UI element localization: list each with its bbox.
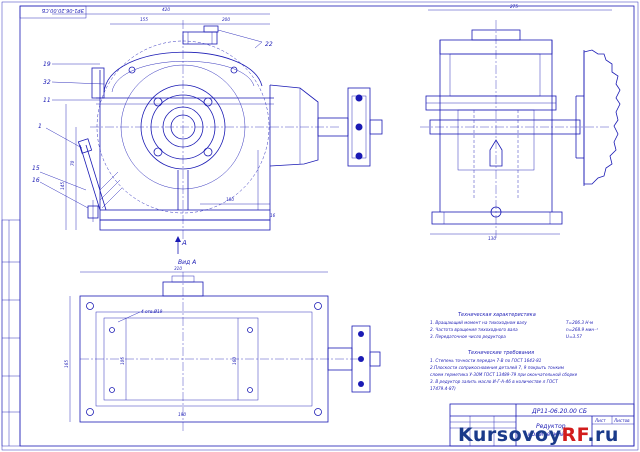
dim-16: 16 [270, 213, 276, 218]
tech-req-title: Технические требования [468, 350, 534, 356]
callout-15: 15 [32, 165, 40, 172]
stamp-title-2: конический [528, 431, 565, 438]
tech-characteristics: Техническая характеристика 1. Вращающий … [430, 312, 598, 339]
dim-200: 200 [222, 17, 230, 22]
stamp-title-1: Редуктор [536, 423, 566, 430]
tech-req-line-1: 1. Степень точности передач 7-В по ГОСТ … [430, 358, 542, 363]
tech-req-line-3: слоем герметика У-30М ГОСТ 13489-79 при … [430, 372, 578, 377]
dim-275: 275 [510, 4, 518, 9]
tech-char-value-1: T=206.3 Н·м [566, 320, 593, 325]
tech-req-line-4: 3. В редуктор залить масло И-Г-А-46 в ко… [430, 379, 558, 384]
dim-180: 180 [226, 197, 234, 202]
hole-note: 4 отв.Ø19 [141, 309, 163, 314]
section-arrow-label: А [181, 239, 187, 247]
callout-1: 1 [38, 123, 42, 130]
watermark-tld: .ru [587, 424, 619, 446]
dim-190: 190 [178, 412, 186, 417]
tech-req-line-5: 17479.4-87) [430, 386, 456, 391]
tech-requirements: Технические требования 1. Степень точнос… [430, 350, 578, 391]
tech-char-label-3: 3. Передаточное число редуктора [430, 334, 506, 339]
stamp-code: ДР11-06.20.00 СБ [531, 408, 587, 415]
dim-145: 145 [60, 182, 65, 190]
tech-char-label-1: 1. Вращающий момент на тихоходном валу [430, 320, 527, 325]
tech-req-line-2: 2.Плоскости соприкосновения деталей 7, 9… [430, 365, 564, 370]
dim-70: 70 [70, 160, 75, 166]
callout-11: 11 [43, 97, 51, 104]
watermark-brand-rf: RF [561, 424, 588, 446]
tech-char-title: Техническая характеристика [458, 312, 536, 318]
stamp-sheets-label: Листов [613, 418, 630, 423]
dim-310: 310 [174, 266, 182, 271]
front-view [39, 13, 383, 254]
callout-22: 22 [265, 41, 273, 48]
dim-165: 165 [64, 360, 69, 368]
rotated-code: ЭР1-06.20.00.СБ [41, 7, 85, 13]
dim-105: 105 [120, 357, 125, 365]
tech-char-value-2: n=268.9 мин⁻¹ [566, 327, 598, 332]
side-view [420, 9, 621, 238]
callout-32: 32 [43, 79, 51, 86]
tech-char-label-2: 2. Частота вращения тихоходного вала [430, 327, 518, 332]
dim-420: 420 [162, 7, 170, 12]
title-block [449, 403, 635, 447]
stamp-sheet-label: Лист [594, 418, 606, 423]
view-a-title: Вид А [178, 259, 196, 266]
tech-char-value-3: U=3.57 [566, 334, 582, 339]
dim-155: 155 [140, 17, 148, 22]
watermark-logo: KursovoyRF.ru [458, 424, 619, 446]
dim-160: 160 [232, 357, 237, 365]
top-view [69, 271, 381, 432]
watermark-brand: Kursovoy [458, 424, 562, 446]
callout-19: 19 [43, 61, 51, 68]
callout-16: 16 [32, 177, 40, 184]
dim-130: 130 [488, 236, 496, 241]
